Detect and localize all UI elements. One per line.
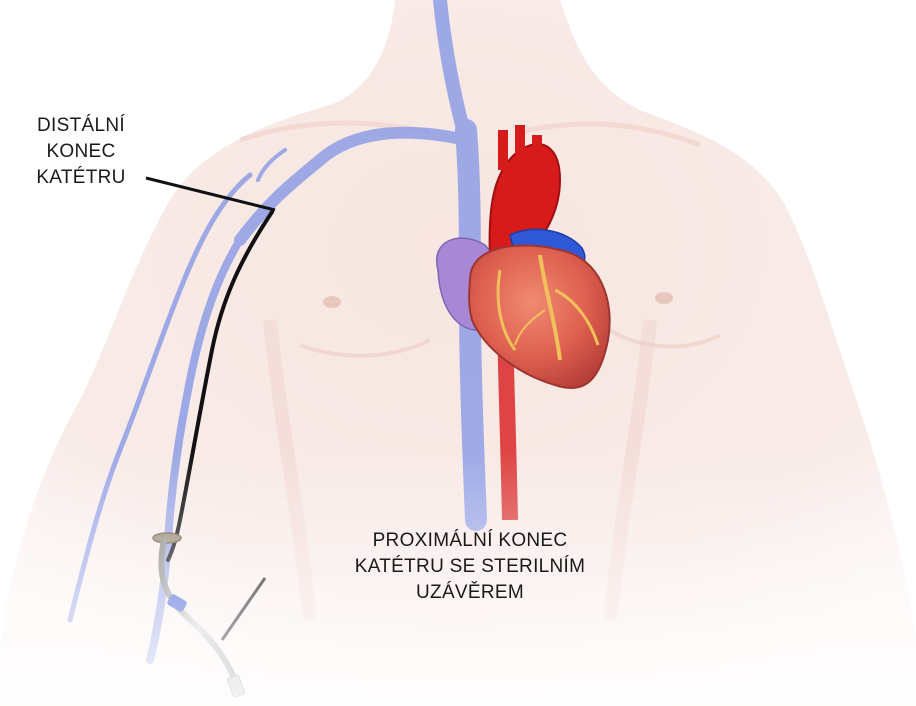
proximal-end-label: PROXIMÁLNÍ KONEC KATÉTRU SE STERILNÍM UZ… <box>305 528 635 606</box>
distal-end-label: DISTÁLNÍ KONEC KATÉTRU <box>16 113 146 191</box>
proximal-label-line-2: KATÉTRU SE STERILNÍM <box>305 554 635 580</box>
distal-label-line-1: DISTÁLNÍ <box>16 113 146 139</box>
distal-label-line-3: KATÉTRU <box>16 165 146 191</box>
distal-label-line-2: KONEC <box>16 139 146 165</box>
proximal-label-line-1: PROXIMÁLNÍ KONEC <box>305 528 635 554</box>
nipple-left <box>323 296 341 308</box>
proximal-label-line-3: UZÁVĚREM <box>305 580 635 606</box>
nipple-right <box>655 292 673 304</box>
